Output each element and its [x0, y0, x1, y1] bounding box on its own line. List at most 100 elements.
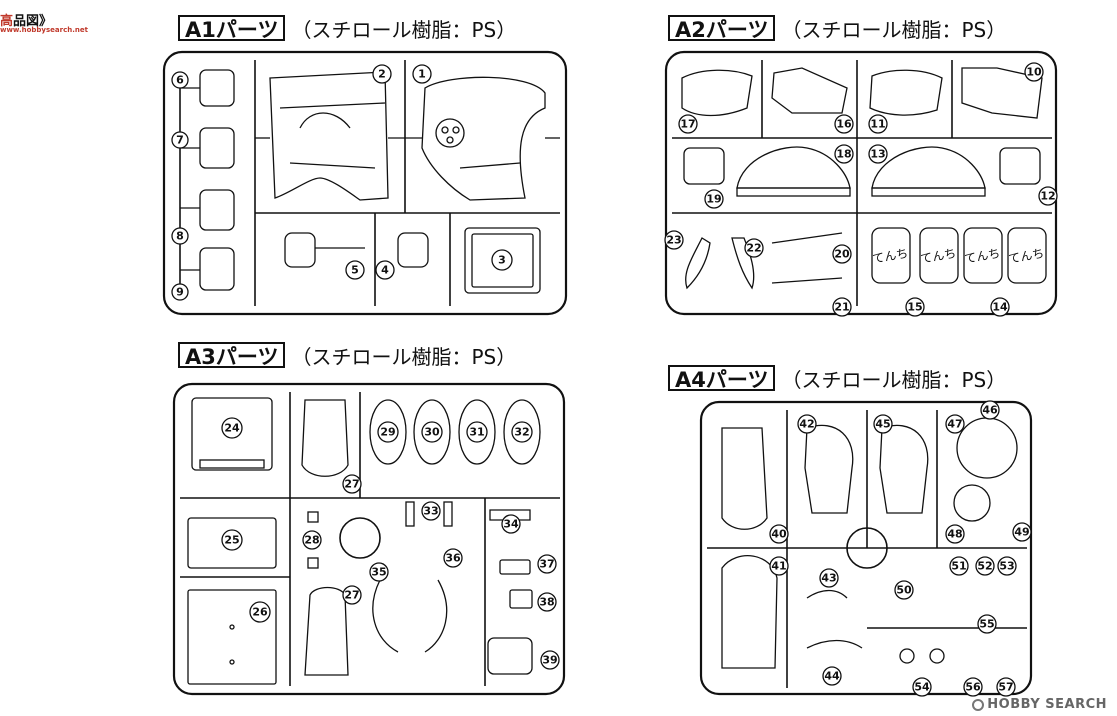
part-number-24: 24 [221, 417, 243, 439]
sprue-a3-material: （スチロール樹脂：PS） [291, 344, 517, 369]
part-number-33: 33 [421, 501, 441, 521]
part-number-27-bottom: 27 [342, 585, 362, 605]
part-number-36: 36 [443, 548, 463, 568]
part-43-shape [806, 589, 848, 599]
part-number-10: 10 [1024, 62, 1044, 82]
part-number-38-label: 38 [539, 596, 554, 609]
sprue-a4-frame: 46 42 45 47 40 48 49 41 51 52 53 43 50 5… [699, 400, 1033, 697]
figure-40-shape [721, 427, 768, 530]
part-number-14: 14 [990, 297, 1010, 317]
part-number-22: 22 [744, 238, 764, 258]
hobby-search-logo: 高 [0, 14, 14, 29]
part-number-45: 45 [873, 414, 893, 434]
part-number-35-label: 35 [371, 566, 386, 579]
part-number-27-top-label: 27 [344, 478, 359, 491]
part-number-39: 39 [540, 650, 560, 670]
part-1-shape [421, 76, 546, 201]
part-number-13: 13 [868, 144, 888, 164]
part-number-12-label: 12 [1040, 190, 1055, 203]
part-number-22-label: 22 [746, 242, 761, 255]
part-number-34: 34 [501, 514, 521, 534]
part-number-29-label: 29 [380, 426, 395, 439]
sprue-a4-label: A4パーツ [668, 365, 776, 392]
part-number-40: 40 [769, 524, 789, 544]
part-number-21: 21 [832, 297, 852, 317]
part-number-46-label: 46 [982, 404, 998, 417]
part-number-33-label: 33 [423, 505, 438, 518]
part-number-30: 30 [421, 421, 443, 443]
part-number-38: 38 [537, 592, 557, 612]
sprue-a4-header: A4パーツ （スチロール樹脂：PS） [668, 363, 1006, 393]
part-number-3: 3 [491, 249, 513, 271]
part-number-9-label: 9 [176, 286, 184, 299]
part-number-54-label: 54 [914, 681, 930, 694]
part-number-43-label: 43 [821, 572, 836, 585]
hobby-search-logo-icon [972, 698, 985, 711]
sprue-a2-header: A2パーツ （スチロール樹脂：PS） [668, 13, 1006, 43]
part-number-14-label: 14 [992, 301, 1008, 314]
part-number-44-label: 44 [824, 670, 840, 683]
part-number-35: 35 [369, 562, 389, 582]
part-number-5: 5 [345, 260, 365, 280]
can-text-3: てんち [963, 246, 1001, 266]
sprue-a4-material: （スチロール樹脂：PS） [781, 367, 1007, 392]
part-number-19: 19 [704, 189, 724, 209]
sprue-a3-label: A3パーツ [178, 342, 286, 369]
part-number-55-label: 56 [965, 681, 981, 694]
part-number-19-label: 19 [706, 193, 721, 206]
part-number-56-label: 55 [979, 618, 994, 631]
sprue-a1-material: （スチロール樹脂：PS） [291, 17, 517, 42]
part-6-7-8-9-shapes [180, 69, 235, 291]
part-44-shape [806, 639, 863, 649]
part-number-40-label: 40 [771, 528, 787, 541]
part-number-50-label: 50 [896, 584, 912, 597]
can-text-1: てんち [871, 246, 909, 266]
part-number-11-label: 11 [870, 118, 885, 131]
part-48-shape [953, 484, 991, 522]
part-cans-shapes [871, 227, 1047, 284]
sprue-a3-header: A3パーツ （スチロール樹脂：PS） [178, 340, 516, 370]
can-text-4: てんち [1007, 246, 1045, 266]
part-number-27-top: 27 [342, 474, 362, 494]
part-blades-shapes [685, 232, 843, 290]
sprue-a4-center-ring [846, 527, 888, 569]
part-number-13-label: 13 [870, 148, 885, 161]
part-number-18: 18 [834, 144, 854, 164]
part-number-49: 49 [1012, 522, 1032, 542]
part-number-27-bottom-label: 27 [344, 589, 359, 602]
part-number-53: 53 [997, 556, 1017, 576]
part-number-36-label: 36 [445, 552, 461, 565]
sprue-a2-label: A2パーツ [668, 15, 776, 42]
part-number-34-label: 34 [503, 518, 519, 531]
corner-logo-url: www.hobbysearch.net [0, 26, 88, 34]
sprue-a2-material: （スチロール樹脂：PS） [781, 17, 1007, 42]
part-number-57: 57 [996, 677, 1016, 697]
part-5-4-3-shapes [284, 227, 541, 294]
part-number-8-label: 8 [176, 230, 184, 243]
part-number-56: 55 [977, 614, 997, 634]
part-number-2: 2 [372, 64, 392, 84]
part-number-5-label: 5 [351, 264, 359, 277]
part-number-20: 20 [832, 244, 852, 264]
part-number-24-label: 24 [224, 422, 240, 435]
part-number-28-label: 28 [304, 534, 319, 547]
can-text-2: てんち [919, 246, 957, 266]
sprue-a1-outer-runner [162, 50, 568, 316]
part-number-51-label: 51 [951, 560, 966, 573]
part-number-42-label: 42 [799, 418, 814, 431]
part-number-32-label: 32 [514, 426, 529, 439]
part-number-12: 12 [1038, 186, 1058, 206]
part-number-9: 9 [171, 283, 189, 301]
part-number-21-label: 21 [834, 301, 849, 314]
part-number-53-label: 53 [999, 560, 1014, 573]
part-number-23-label: 23 [666, 234, 681, 247]
part-number-43: 43 [819, 568, 839, 588]
part-number-10-label: 10 [1026, 66, 1042, 79]
part-number-57-label: 57 [998, 681, 1013, 694]
part-number-25-label: 25 [224, 534, 239, 547]
part-number-30-label: 30 [424, 426, 440, 439]
sprue-a2-frame: てんち てんち てんち てんち 17 16 11 10 18 13 19 12 … [664, 50, 1058, 317]
part-number-50: 50 [894, 580, 914, 600]
part-number-31: 31 [466, 421, 488, 443]
sprue-a2-outer-runner [664, 50, 1058, 316]
